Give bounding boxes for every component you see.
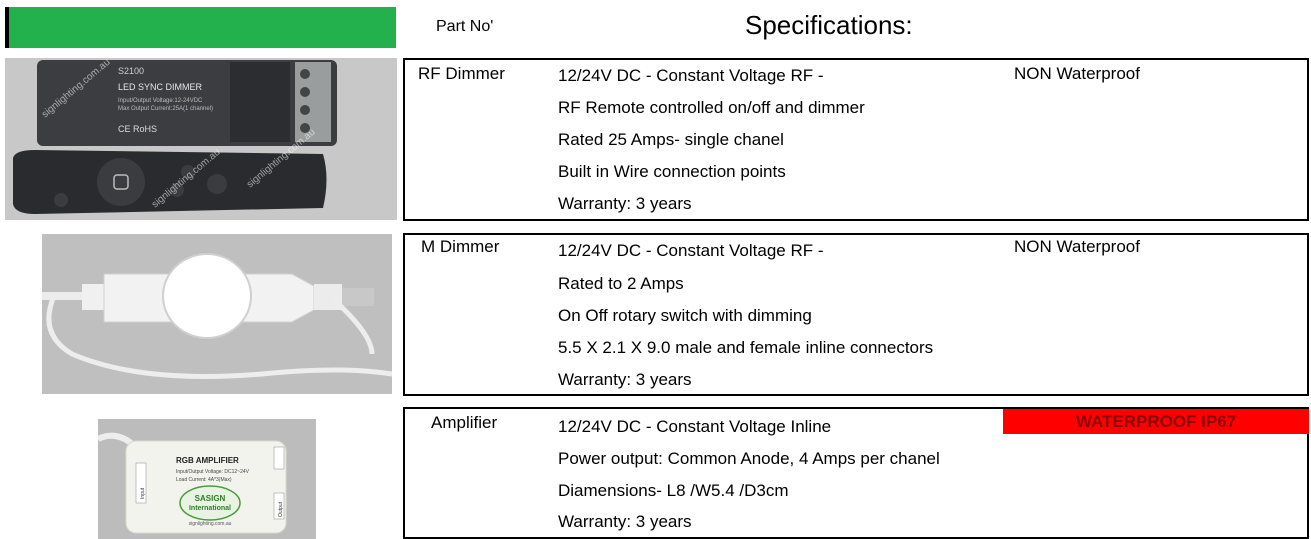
header-color-bar: [5, 7, 396, 48]
rf-dimmer-part-no: RF Dimmer: [418, 64, 505, 83]
m-dimmer-spec-1: 12/24V DC - Constant Voltage RF -: [558, 241, 824, 260]
amplifier-image: Input Output RGB AMPLIFIER Input/Output …: [98, 419, 316, 539]
amp-input-label: Input: [140, 487, 146, 499]
amp-output-label: Output: [278, 501, 284, 517]
rf-dimmer-spec-box: [403, 58, 1309, 221]
m-dimmer-spec-5: Warranty: 3 years: [558, 370, 692, 389]
amp-title-text: RGB AMPLIFIER: [176, 456, 239, 465]
rf-dimmer-spec-1: 12/24V DC - Constant Voltage RF -: [558, 66, 824, 85]
amp-spec-line2: Load Current: 4A*3(Max): [176, 477, 232, 483]
rf-dimmer-image: S2100 LED SYNC DIMMER Input/Output Volta…: [5, 58, 397, 220]
dimmer-title-text: LED SYNC DIMMER: [118, 82, 203, 92]
rf-dimmer-spec-5: Warranty: 3 years: [558, 194, 692, 213]
part-no-header: Part No': [436, 18, 494, 35]
dimmer-model-text: S2100: [118, 66, 144, 76]
rf-dimmer-spec-3: Rated 25 Amps- single chanel: [558, 130, 784, 149]
m-dimmer-spec-4: 5.5 X 2.1 X 9.0 male and female inline c…: [558, 338, 934, 357]
rf-dimmer-waterproof: NON Waterproof: [1014, 64, 1140, 83]
rf-dimmer-spec-2: RF Remote controlled on/off and dimmer: [558, 98, 865, 117]
m-dimmer-waterproof: NON Waterproof: [1014, 237, 1140, 256]
rf-dimmer-spec-4: Built in Wire connection points: [558, 162, 786, 181]
dimmer-cert-text: CE RoHS: [118, 124, 157, 134]
m-dimmer-part-no: M Dimmer: [421, 237, 500, 256]
m-dimmer-spec-2: Rated to 2 Amps: [558, 274, 684, 293]
dimmer-spec-line2: Max Output Current:25A(1 channel): [118, 106, 213, 112]
amplifier-waterproof-badge: WATERPROOF IP67: [1003, 409, 1309, 434]
amp-brand-2: International: [189, 505, 231, 512]
amp-spec-line1: Input/Output Voltage: DC12~24V: [176, 469, 250, 475]
m-dimmer-spec-3: On Off rotary switch with dimming: [558, 306, 812, 325]
amplifier-spec-4: Warranty: 3 years: [558, 512, 692, 531]
amplifier-spec-2: Power output: Common Anode, 4 Amps per c…: [558, 449, 940, 468]
amplifier-spec-1: 12/24V DC - Constant Voltage Inline: [558, 417, 832, 436]
amplifier-part-no: Amplifier: [431, 413, 498, 432]
specifications-header: Specifications:: [745, 10, 913, 40]
amp-site-text: signlighting.com.au: [189, 521, 232, 527]
m-dimmer-image: [42, 234, 392, 394]
dimmer-spec-line1: Input/Output Voltage:12-24VDC: [118, 98, 203, 104]
m-dimmer-spec-box: [403, 233, 1309, 396]
amp-brand-1: SASIGN: [195, 494, 226, 503]
amplifier-spec-3: Diamensions- L8 /W5.4 /D3cm: [558, 481, 789, 500]
